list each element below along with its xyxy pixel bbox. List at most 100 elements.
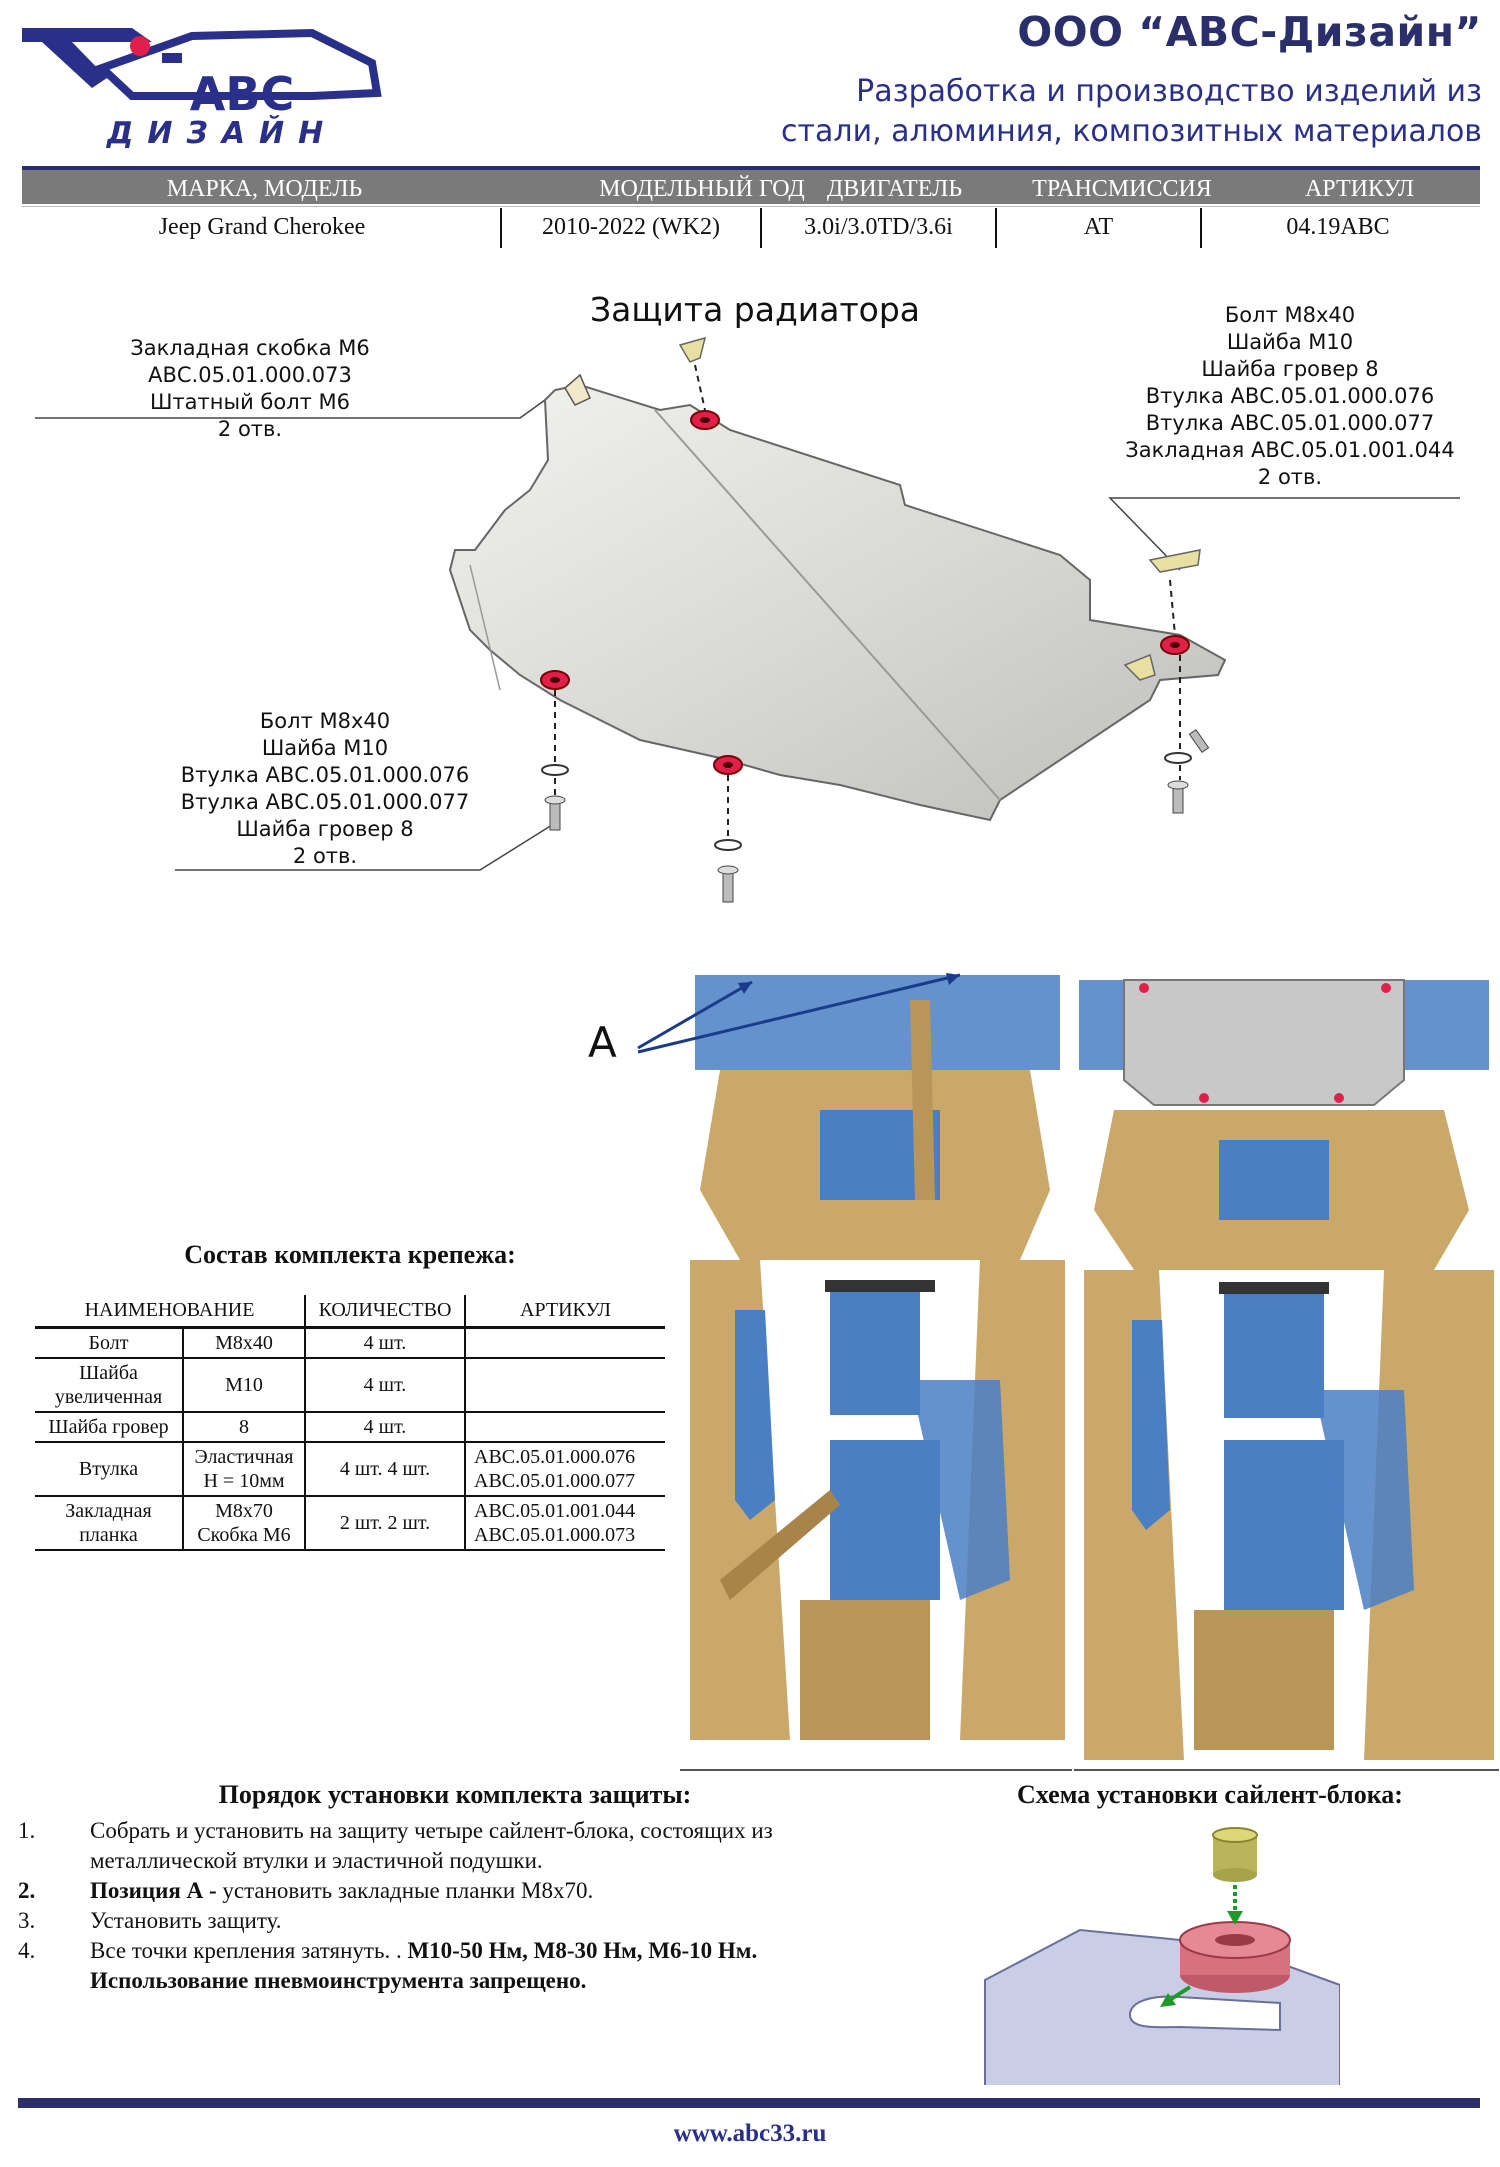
kit-header-qty: КОЛИЧЕСТВО xyxy=(305,1295,466,1329)
step-number: 3. xyxy=(18,1908,36,1933)
logo-subtitle: ДИЗАЙН xyxy=(106,115,338,148)
company-name: ООО “АВС-Дизайн” xyxy=(1017,8,1482,56)
callout-line: 2 отв. xyxy=(1257,465,1323,489)
kit-cell-article: АВС.05.01.000.076 АВС.05.01.000.077 xyxy=(465,1441,665,1497)
divider xyxy=(995,208,997,248)
spec-value-transmission: AT xyxy=(1083,214,1114,240)
kit-cell-name: Шайба увеличенная xyxy=(35,1357,184,1413)
procedure-step: 1. Собрать и установить на защиту четыре… xyxy=(18,1816,918,1876)
table-row: Закладная планка М8х70 Скобка М6 2 шт. 2… xyxy=(35,1495,665,1551)
step-text-lead: Все точки крепления затянуть. . xyxy=(90,1938,408,1963)
kit-cell-spec: М10 xyxy=(183,1357,306,1413)
step-text: Позиция А - установить закладные планки … xyxy=(90,1876,870,1906)
callout-line: Закладная скобка М6 АВС.05.01.000.073 xyxy=(130,336,370,387)
procedure-step: 2. Позиция А - установить закладные план… xyxy=(18,1876,918,1906)
fastener-axis xyxy=(1169,579,1176,636)
torque-values: М10-50 Нм, М8-30 Нм, М6-10 Нм. xyxy=(407,1938,758,1963)
kit-title: Состав комплекта крепежа: xyxy=(184,1240,516,1269)
spec-table-header: МАРКА, МОДЕЛЬ МОДЕЛЬНЫЙ ГОД ДВИГАТЕЛЬ ТР… xyxy=(22,166,1480,204)
diagram-title: Защита радиатора xyxy=(589,290,921,329)
kit-cell-spec: М8х70 Скобка М6 xyxy=(183,1495,306,1551)
scheme-title: Схема установки сайлент-блока: xyxy=(1017,1780,1403,1809)
kit-table: НАИМЕНОВАНИЕ КОЛИЧЕСТВО АРТИКУЛ Болт М8х… xyxy=(35,1295,665,1551)
position-a-marker: A xyxy=(588,1018,617,1067)
nut-plate xyxy=(678,336,707,363)
marker-a-arrows xyxy=(637,973,961,1054)
step-position-label: Позиция А - xyxy=(90,1878,217,1903)
callout-line: Болт М8х40 xyxy=(1224,303,1356,327)
mount-bushing xyxy=(1160,635,1190,655)
m6-bracket xyxy=(564,373,591,406)
spec-header-transmission: ТРАНСМИССИЯ xyxy=(1032,176,1212,202)
callout-line: Втулка АВС.05.01.000.076 xyxy=(1145,384,1435,408)
spec-value-engine: 3.0i/3.0TD/3.6i xyxy=(804,214,953,240)
callout-line: Штатный болт М6 xyxy=(149,390,351,414)
spec-header-model: МАРКА, МОДЕЛЬ xyxy=(166,176,363,202)
spec-value-article: 04.19ABC xyxy=(1286,214,1390,240)
kit-cell-article: АВС.05.01.001.044 АВС.05.01.000.073 xyxy=(465,1495,665,1551)
step-text: Все точки крепления затянуть. . М10-50 Н… xyxy=(90,1936,870,1996)
kit-cell-spec: 8 xyxy=(183,1411,306,1443)
tool-warning: Использование пневмоинструмента запрещен… xyxy=(90,1968,587,1993)
table-row: Втулка Эластичная Н = 10мм 4 шт. 4 шт. А… xyxy=(35,1441,665,1497)
tagline-line-1: Разработка и производство изделий из xyxy=(856,74,1482,109)
callout-line: Шайба М10 xyxy=(1226,330,1354,354)
kit-cell-article xyxy=(465,1357,665,1413)
mount-bushing xyxy=(540,670,570,690)
exploded-assembly-diagram xyxy=(35,336,1460,903)
callout-m6-bracket: Закладная скобка М6 АВС.05.01.000.073 Шт… xyxy=(30,335,470,443)
company-tagline: Разработка и производство изделий из ста… xyxy=(722,72,1482,152)
table-row: Шайба гровер 8 4 шт. xyxy=(35,1411,665,1443)
leader-line xyxy=(1108,497,1460,571)
footer-bar xyxy=(18,2098,1480,2108)
procedure-step: 3. Установить защиту. xyxy=(18,1906,918,1936)
divider xyxy=(760,208,762,248)
kit-cell-name: Втулка xyxy=(35,1441,184,1497)
kit-header-article: АРТИКУЛ xyxy=(465,1295,665,1329)
leader-line xyxy=(35,399,546,419)
callout-line: Шайба гровер 8 xyxy=(236,817,414,841)
logo-wordmark: АВС xyxy=(190,67,294,121)
callout-line: Втулка АВС.05.01.000.076 xyxy=(180,763,470,787)
skid-plate xyxy=(448,383,1227,822)
callout-line: Втулка АВС.05.01.000.077 xyxy=(1145,411,1435,435)
spec-header-engine: ДВИГАТЕЛЬ xyxy=(826,176,963,202)
spec-header-year: МОДЕЛЬНЫЙ ГОД xyxy=(599,176,805,202)
kit-cell-qty: 4 шт. xyxy=(305,1327,466,1359)
kit-cell-qty: 4 шт. xyxy=(305,1411,466,1443)
procedure-step: 4. Все точки крепления затянуть. . М10-5… xyxy=(18,1936,918,1996)
nut-plate xyxy=(1148,549,1201,573)
procedure-title: Порядок установки комплекта защиты: xyxy=(218,1780,692,1809)
fastener-axis xyxy=(694,364,706,411)
kit-cell-name: Болт xyxy=(35,1327,184,1359)
callout-line: Болт М8х40 xyxy=(259,709,391,733)
kit-cell-article xyxy=(465,1411,665,1443)
washer-and-bolt xyxy=(541,764,569,831)
metal-sleeve xyxy=(1212,1827,1258,1882)
leader-line xyxy=(175,819,561,871)
divider xyxy=(22,206,1480,207)
step-text: Установить защиту. xyxy=(90,1908,282,1933)
spec-header-article: АРТИКУЛ xyxy=(1304,176,1415,202)
rubber-bushing xyxy=(1179,1921,1291,1993)
installed-skid-plate xyxy=(1123,979,1405,1106)
callout-line: 2 отв. xyxy=(217,417,283,441)
website-link[interactable]: www.abc33.ru xyxy=(673,2120,827,2147)
plate-crease xyxy=(654,409,1001,801)
kit-cell-qty: 4 шт. xyxy=(305,1357,466,1413)
callout-line: Втулка АВС.05.01.000.077 xyxy=(180,790,470,814)
spec-value-year: 2010-2022 (WK2) xyxy=(542,214,720,240)
washer-and-bolt xyxy=(1164,752,1192,814)
kit-cell-name: Закладная планка xyxy=(35,1495,184,1551)
plate-crease xyxy=(469,564,501,691)
table-row: Шайба увеличенная М10 4 шт. xyxy=(35,1357,665,1413)
callout-bottom-mount: Болт М8х40 Шайба М10 Втулка АВС.05.01.00… xyxy=(175,708,475,870)
underbody-view-before xyxy=(680,960,1072,1772)
mount-bushing xyxy=(713,755,743,775)
callout-line: Шайба М10 xyxy=(261,736,389,760)
kit-cell-name: Шайба гровер xyxy=(35,1411,184,1443)
kit-cell-article xyxy=(465,1327,665,1359)
step-number: 4. xyxy=(18,1938,36,1963)
kit-cell-qty: 2 шт. 2 шт. xyxy=(305,1495,466,1551)
callout-line: 2 отв. xyxy=(292,844,358,868)
